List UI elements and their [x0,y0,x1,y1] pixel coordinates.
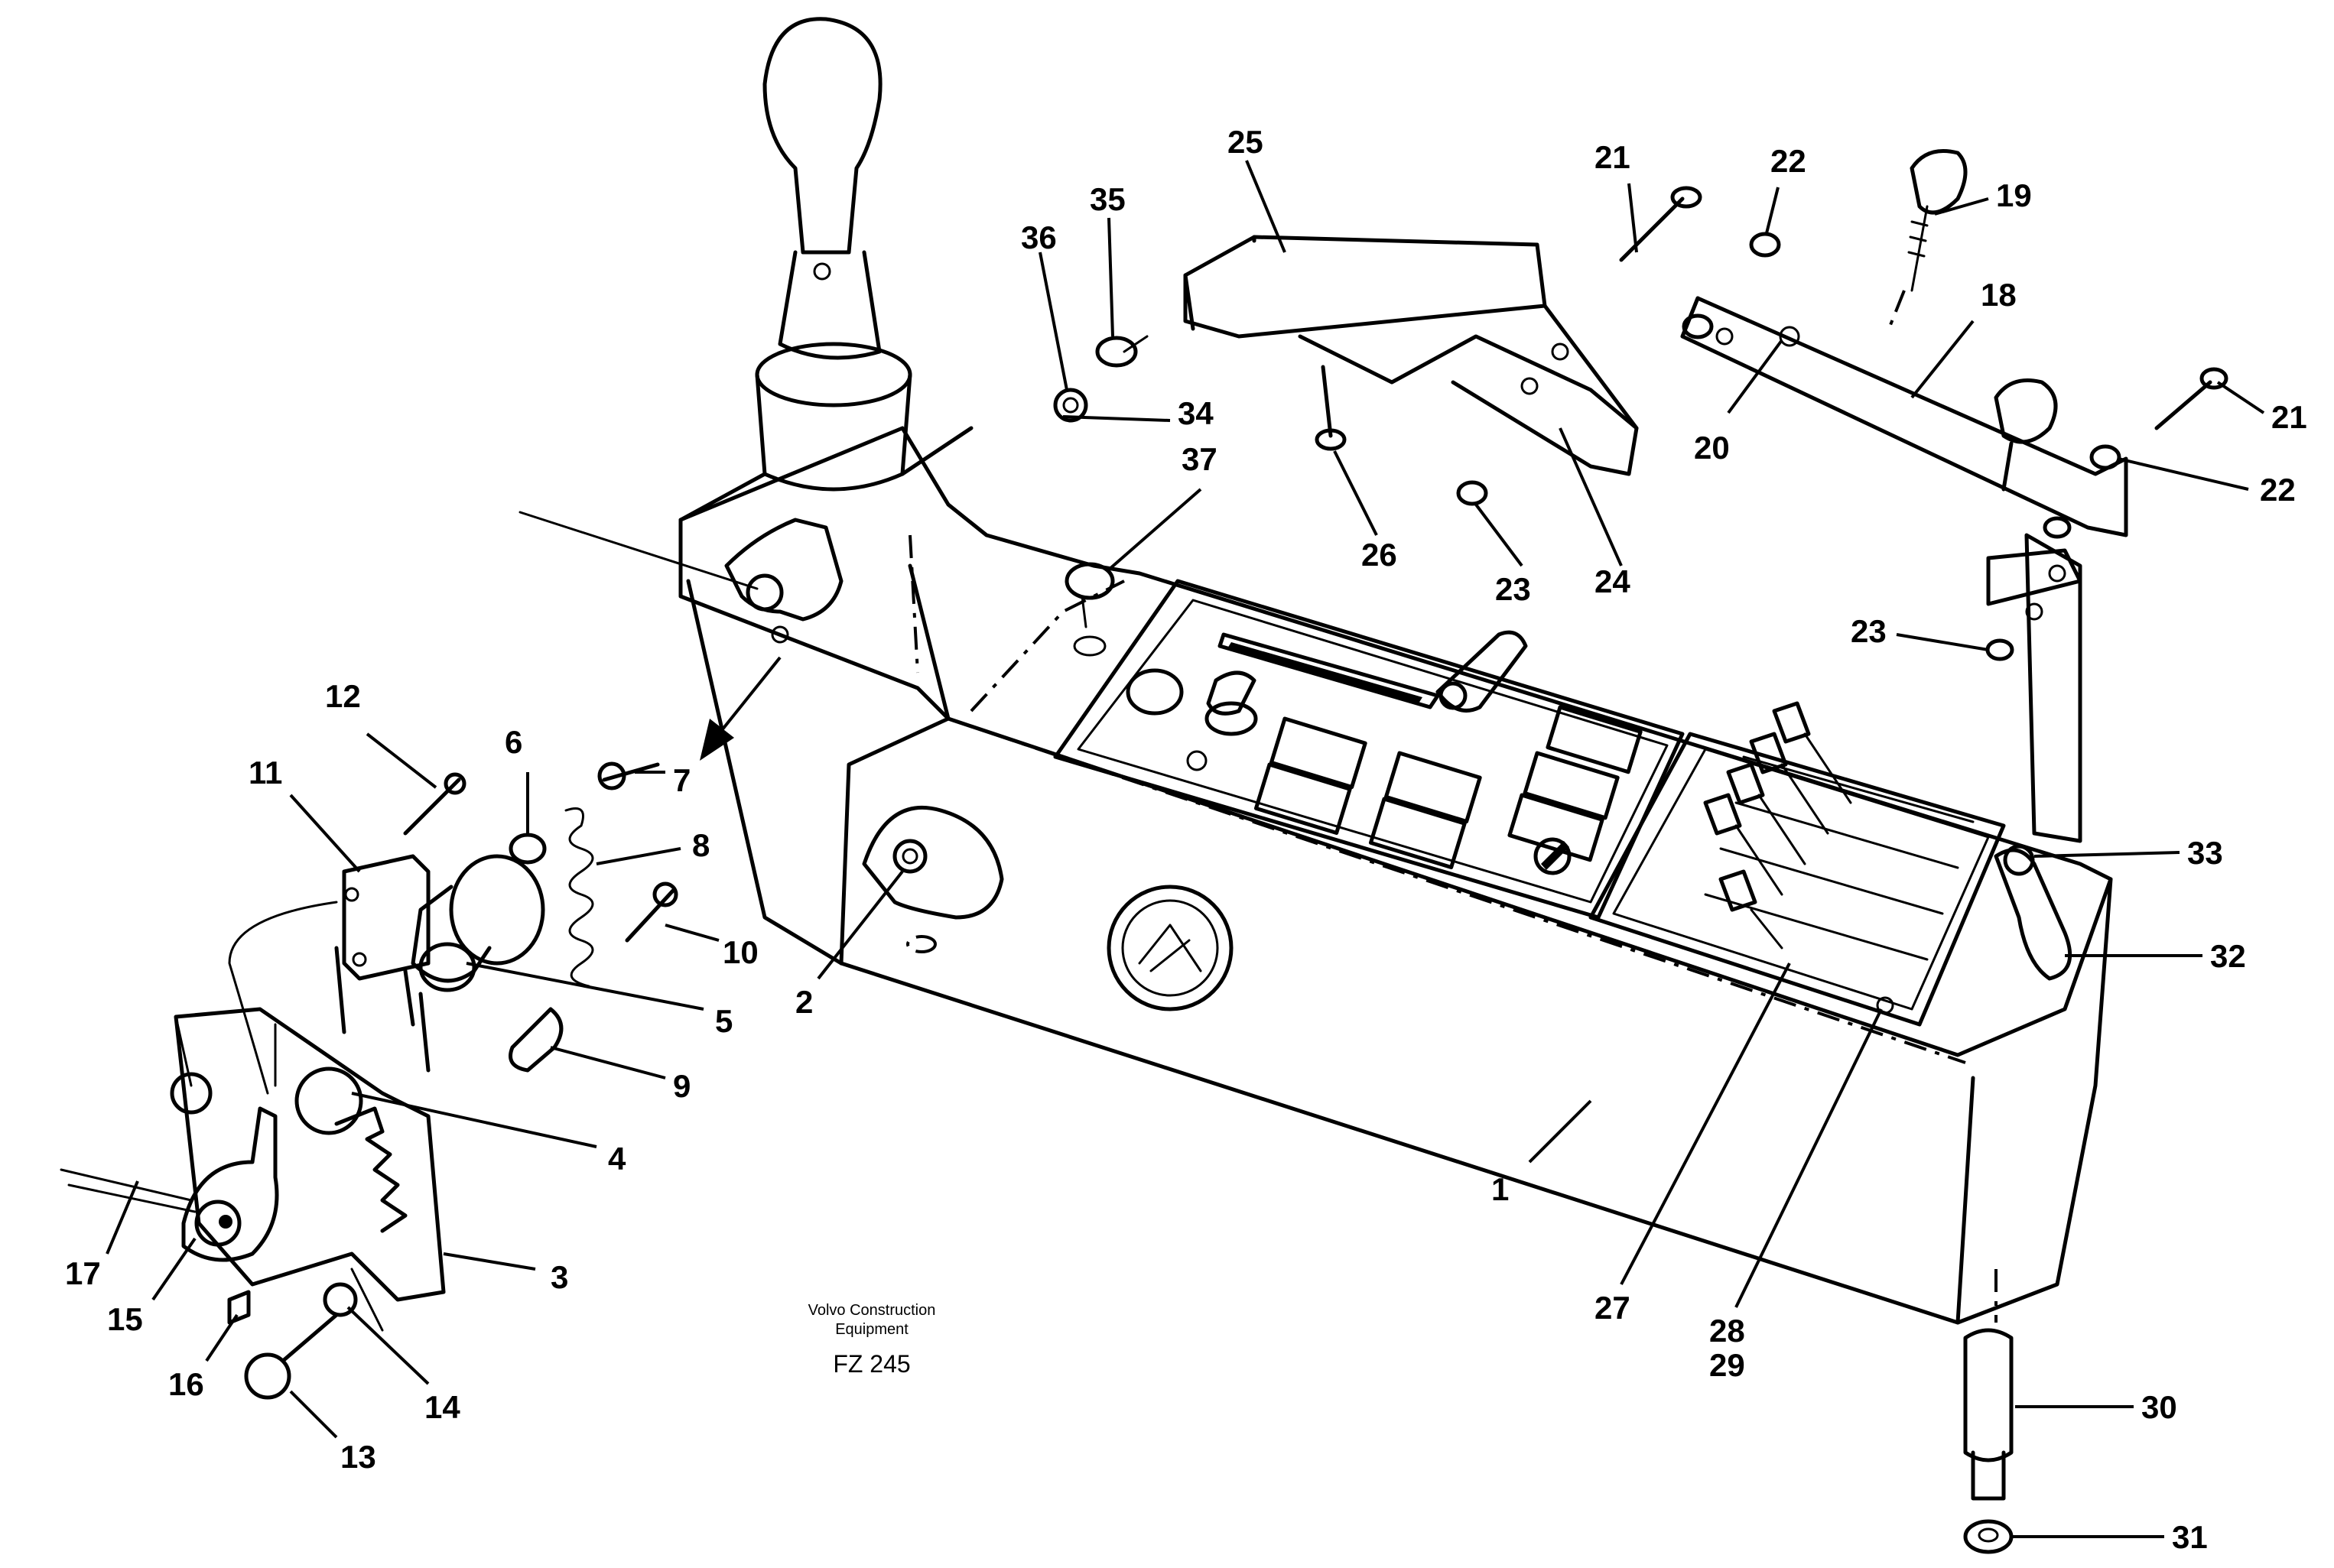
part-label-22-upper: 22 [1770,143,1806,179]
part-label-33: 33 [2187,835,2223,871]
control-panel [1053,579,1685,920]
armrest [1183,235,1639,476]
part-label-22-right: 22 [2260,472,2296,508]
part-label-31: 31 [2172,1519,2208,1555]
part-label-10: 10 [723,934,759,970]
part-label-25: 25 [1227,124,1263,160]
bracket-18 [1680,149,2128,981]
gear-lever [518,17,974,644]
part-label-19: 19 [1996,177,2032,213]
part-label-4: 4 [608,1141,626,1177]
part-label-30: 30 [2141,1389,2177,1425]
part-label-21-right: 21 [2271,399,2307,435]
part-label-34: 34 [1178,395,1214,431]
part-label-18: 18 [1981,277,2017,313]
part-label-16: 16 [168,1366,204,1402]
fasteners [1053,186,2228,661]
part-label-6: 6 [505,724,522,760]
part-labels: 1 2 3 4 5 6 7 8 9 10 11 12 13 14 15 16 1… [65,124,2307,1555]
caption-company-line2: Equipment [835,1321,909,1338]
part-label-12: 12 [325,678,361,714]
part-label-5: 5 [715,1003,733,1039]
lever-knobs [1703,701,1852,950]
part-label-17: 17 [65,1255,101,1291]
caption-company-line1: Volvo Construction [808,1302,936,1319]
part-label-23-right: 23 [1851,613,1887,649]
part-label-27: 27 [1594,1290,1630,1326]
part-label-7: 7 [673,762,691,798]
part-label-1: 1 [1491,1171,1509,1207]
part-label-35: 35 [1090,181,1126,217]
part-label-32: 32 [2210,938,2246,974]
part-label-3: 3 [551,1259,568,1295]
leader-lines [106,160,2265,1538]
part-label-14: 14 [424,1389,460,1425]
part-label-11: 11 [249,755,282,790]
part-label-13: 13 [340,1439,376,1475]
exploded-detail [60,761,678,1400]
part-label-8: 8 [692,827,710,863]
part-label-21-upper: 21 [1594,139,1630,175]
caption-figure-code: FZ 245 [833,1350,910,1378]
diagram-caption: Volvo Construction Equipment FZ 245 [808,1302,936,1378]
part-label-20: 20 [1694,430,1730,466]
detail-arrow [700,656,782,761]
part-label-36: 36 [1021,219,1057,255]
lever-plate [1588,701,2006,1027]
part-label-9: 9 [673,1068,691,1104]
console-housing [678,426,2113,1325]
part-label-29: 29 [1709,1347,1745,1383]
part-label-26: 26 [1361,537,1397,573]
part-label-23-middle: 23 [1495,571,1531,607]
part-label-15: 15 [107,1301,143,1337]
part-label-24: 24 [1594,563,1630,599]
part-label-37: 37 [1182,441,1217,477]
part-label-2: 2 [795,984,813,1020]
part-label-28: 28 [1709,1313,1745,1349]
